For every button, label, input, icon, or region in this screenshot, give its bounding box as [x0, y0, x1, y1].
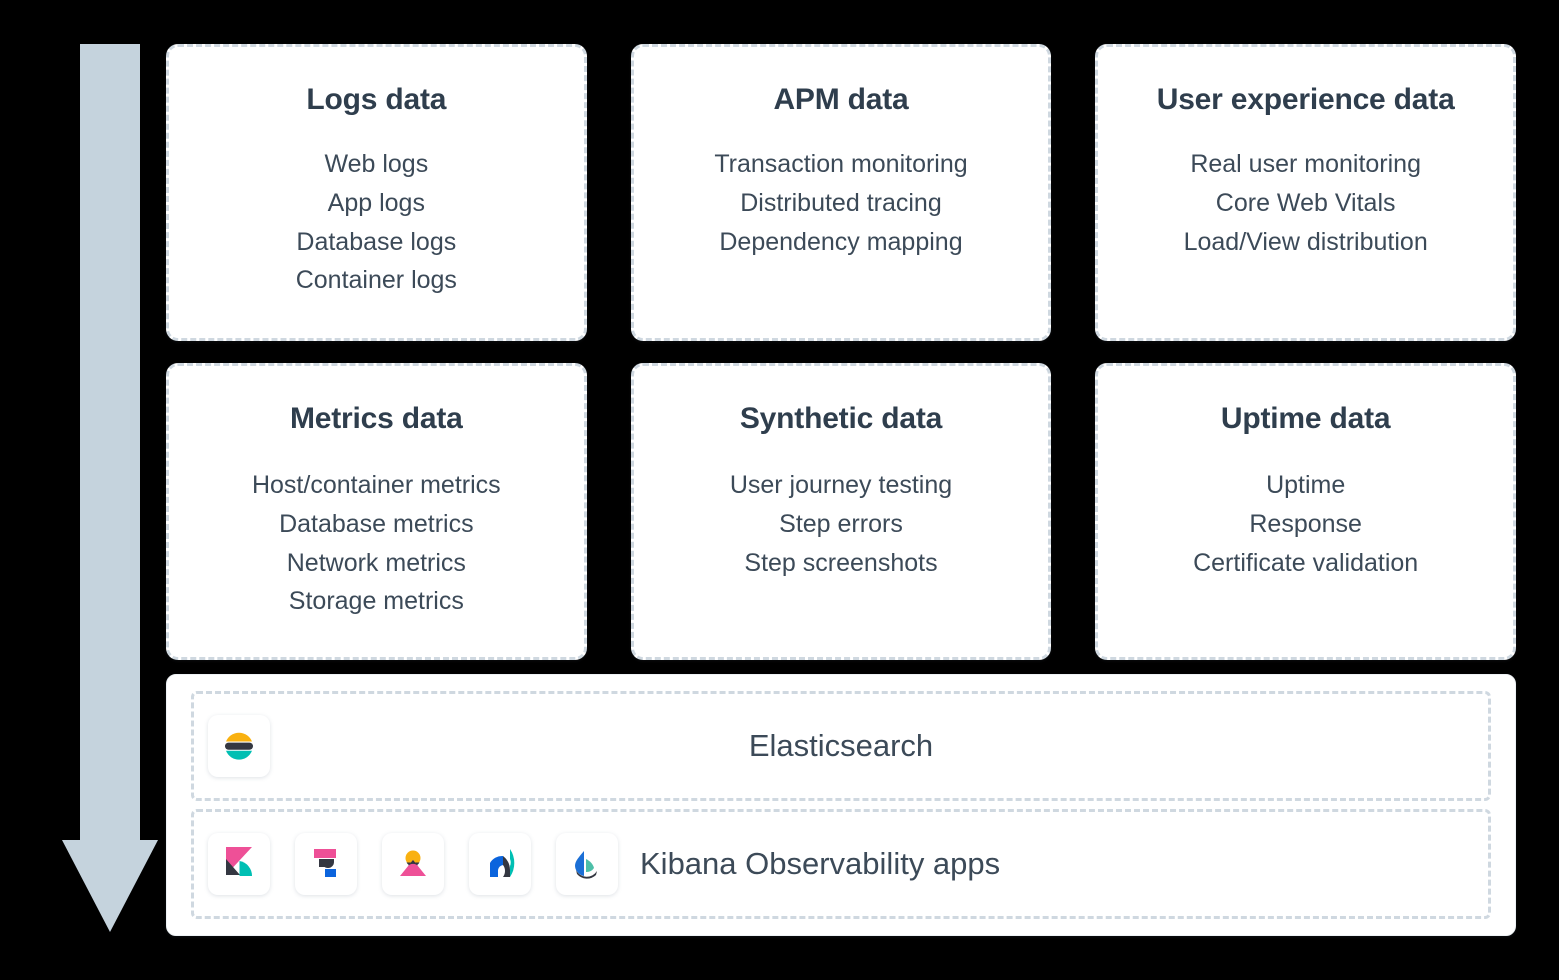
- list-item: Step screenshots: [744, 548, 938, 577]
- card-item-list: Web logs App logs Database logs Containe…: [189, 145, 564, 300]
- list-item: Container logs: [295, 266, 457, 295]
- logs-app-icon: [295, 833, 357, 895]
- stack-row-elasticsearch[interactable]: Elasticsearch: [191, 691, 1491, 801]
- list-item: Response: [1249, 509, 1362, 538]
- card-item-list: Real user monitoring Core Web Vitals Loa…: [1118, 145, 1493, 261]
- metrics-app-icon: [382, 833, 444, 895]
- list-item: Certificate validation: [1193, 548, 1419, 577]
- list-item: Distributed tracing: [740, 188, 942, 217]
- card-title: Uptime data: [1220, 402, 1391, 435]
- card-title: Metrics data: [289, 402, 463, 435]
- card-synthetic-data[interactable]: Synthetic data User journey testing Step…: [630, 363, 1052, 660]
- list-item: Uptime: [1266, 471, 1346, 499]
- list-item: Network metrics: [286, 548, 466, 577]
- card-item-list: User journey testing Step errors Step sc…: [654, 466, 1029, 582]
- card-uptime-data[interactable]: Uptime data Uptime Response Certificate …: [1095, 363, 1516, 660]
- list-item: Core Web Vitals: [1215, 188, 1396, 217]
- card-apm-data[interactable]: APM data Transaction monitoring Distribu…: [630, 44, 1052, 341]
- platform-stack: Elasticsearch: [166, 674, 1516, 936]
- card-user-experience-data[interactable]: User experience data Real user monitorin…: [1095, 44, 1516, 341]
- list-item: Step errors: [779, 509, 903, 538]
- arrow-shaft: [80, 44, 140, 844]
- elasticsearch-logo-icon: [208, 715, 270, 777]
- card-item-list: Host/container metrics Database metrics …: [189, 466, 564, 621]
- data-flow-arrow: [62, 44, 158, 934]
- list-item: Load/View distribution: [1183, 227, 1428, 256]
- list-item: App logs: [327, 188, 425, 217]
- card-title: Logs data: [306, 83, 447, 116]
- list-item: Database metrics: [279, 509, 474, 538]
- card-item-list: Uptime Response Certificate validation: [1118, 466, 1493, 582]
- stack-label-elasticsearch: Elasticsearch: [748, 728, 934, 763]
- card-metrics-data[interactable]: Metrics data Host/container metrics Data…: [166, 363, 587, 660]
- list-item: Web logs: [324, 150, 429, 178]
- list-item: Dependency mapping: [719, 227, 963, 256]
- kibana-logo-icon: [208, 833, 270, 895]
- list-item: Host/container metrics: [251, 471, 501, 499]
- data-source-card-grid: Logs data Web logs App logs Database log…: [166, 44, 1516, 660]
- card-item-list: Transaction monitoring Distributed traci…: [654, 145, 1029, 261]
- list-item: Storage metrics: [288, 587, 464, 616]
- stack-label-kibana-apps: Kibana Observability apps: [640, 846, 1001, 881]
- list-item: Real user monitoring: [1190, 150, 1421, 178]
- card-title: APM data: [773, 83, 909, 116]
- stack-row-kibana-apps[interactable]: Kibana Observability apps: [191, 809, 1491, 919]
- uptime-app-icon: [469, 833, 531, 895]
- arrow-head-icon: [62, 840, 158, 932]
- list-item: Database logs: [296, 227, 457, 256]
- card-logs-data[interactable]: Logs data Web logs App logs Database log…: [166, 44, 587, 341]
- card-title: User experience data: [1156, 83, 1455, 116]
- list-item: User journey testing: [729, 471, 953, 499]
- card-title: Synthetic data: [739, 402, 943, 435]
- list-item: Transaction monitoring: [714, 150, 968, 178]
- observability-app-icon: [556, 833, 618, 895]
